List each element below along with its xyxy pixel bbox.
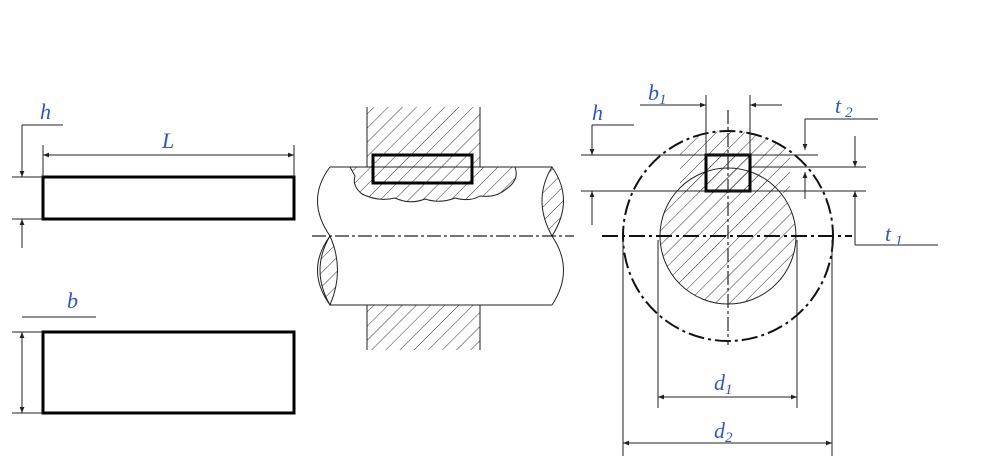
- key-top-view: b: [12, 288, 296, 415]
- key-side-rect: [41, 175, 296, 221]
- label-L: L: [161, 128, 174, 153]
- label-d2: d2: [714, 418, 733, 446]
- key-top-rect: [41, 330, 296, 415]
- label-h: h: [40, 99, 51, 124]
- label-b1: b1: [648, 80, 667, 108]
- label-d1: d1: [714, 370, 733, 398]
- key-in-shaft: [371, 153, 474, 185]
- shaft-hub-section: [312, 107, 574, 350]
- label-h-right: h: [592, 100, 603, 125]
- label-b: b: [67, 288, 78, 313]
- key-side-view: h L: [12, 99, 296, 248]
